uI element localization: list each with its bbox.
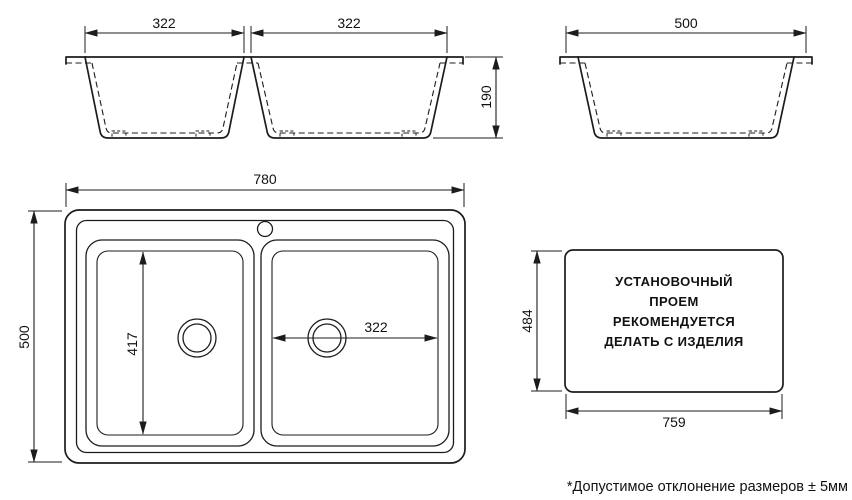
front-foot-mark (111, 130, 127, 139)
faucet-hole (256, 220, 274, 238)
side-section-view: 500 (559, 15, 813, 139)
front-right-bowl-inner-dashed (257, 62, 441, 134)
front-right-bowl-outline (250, 56, 448, 139)
right-drain (307, 318, 347, 358)
dim-label-cutout-width: 759 (662, 414, 686, 430)
dim-label-overall-width: 780 (253, 171, 277, 187)
side-bowl-outline (577, 56, 795, 139)
plan-outer-edge (64, 209, 466, 464)
right-drain-inner (312, 323, 342, 353)
dim-label-bowl-depth: 417 (124, 332, 140, 356)
cutout-view: УСТАНОВОЧНЫЙ ПРОЕМ РЕКОМЕНДУЕТСЯ ДЕЛАТЬ … (519, 249, 784, 430)
tolerance-footnote: *Допустимое отклонение размеров ± 5мм (567, 479, 848, 495)
dim-label-bowl-left: 322 (152, 15, 176, 31)
dim-label-cutout-height: 484 (519, 309, 535, 333)
cutout-note-line1: УСТАНОВОЧНЫЙ (615, 274, 733, 289)
left-drain (177, 318, 217, 358)
cutout-note-line3: РЕКОМЕНДУЕТСЯ (613, 314, 735, 329)
side-foot-mark (606, 130, 622, 139)
dim-label-bowl-width: 322 (364, 319, 388, 335)
side-rim-outline (559, 56, 813, 65)
cutout-note-line4: ДЕЛАТЬ С ИЗДЕЛИЯ (604, 334, 743, 349)
cutout-rect (564, 249, 784, 393)
dim-label-overall-depth: 500 (16, 325, 32, 349)
front-section-view: 322 322 190 (65, 15, 503, 139)
dim-label-width: 500 (674, 15, 698, 31)
left-drain-inner (182, 323, 212, 353)
dim-label-bowl-right: 322 (337, 15, 361, 31)
left-bowl-bottom-edge (96, 250, 244, 436)
front-left-bowl-inner-dashed (91, 62, 238, 134)
extension-lines-height (531, 250, 562, 392)
plan-rim-inner-edge (75, 219, 455, 454)
extension-lines-depth (28, 210, 62, 463)
right-bowl-top-edge (260, 239, 450, 447)
front-left-bowl-outline (84, 56, 245, 139)
left-bowl-top-edge (85, 239, 255, 447)
front-rim-outline (65, 56, 464, 65)
front-foot-mark (195, 130, 211, 139)
side-foot-mark (748, 130, 764, 139)
cutout-note-line2: ПРОЕМ (649, 294, 698, 309)
side-bowl-inner-dashed (584, 62, 788, 134)
plan-view: 780 500 417 322 (16, 171, 466, 464)
right-bowl-bottom-edge (271, 250, 439, 436)
front-foot-mark (279, 130, 295, 139)
extension-lines-width (565, 394, 783, 419)
front-foot-mark (401, 130, 417, 139)
dim-label-depth: 190 (478, 85, 494, 109)
extension-lines (84, 26, 448, 53)
